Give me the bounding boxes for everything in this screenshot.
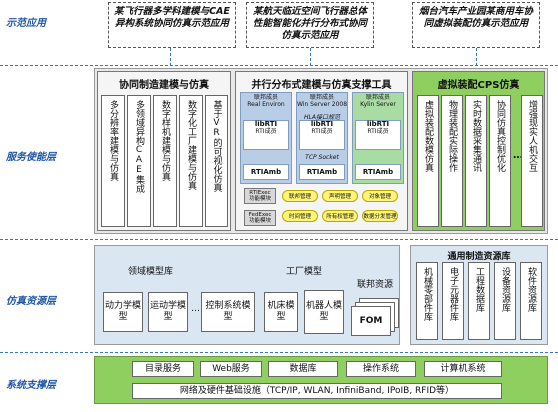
general-cell: 机械零部件库 <box>416 262 438 340</box>
demo-box-2: 某航天临近空间飞行器总体性能智能化并行分布式协同仿真示范应用 <box>246 2 374 48</box>
amb-box: RTIAmb <box>243 164 289 180</box>
service-pill: 对象管理 <box>362 190 398 202</box>
factory-model: 机床模型 <box>264 292 298 332</box>
demo-box-3: 烟台汽车产业园某商用车协同虚拟装配仿真示范应用 <box>412 2 540 48</box>
general-cell: 电子元器件库 <box>442 262 464 340</box>
fom-document: FOM <box>351 306 391 336</box>
domain-title: 领域模型库 <box>128 267 174 277</box>
collab-cell: 数字化工厂建模与仿真 <box>179 95 203 227</box>
service-pill: 时间管理 <box>282 210 318 222</box>
connector-line <box>310 48 311 66</box>
layer-label-support: 系统支撑层 <box>6 380 56 391</box>
cps-cell: 增强现实人机交互 <box>521 95 543 227</box>
support-item: Web服务 <box>200 361 262 377</box>
separator-line <box>0 352 558 353</box>
separator-line <box>0 239 558 240</box>
cps-cell: 物理装配实际操作 <box>441 95 463 227</box>
parallel-title: 并行分布式建模与仿真支撑工具 <box>251 80 392 91</box>
amb-box: RTIAmb <box>299 164 345 180</box>
support-item: 目录服务 <box>132 361 194 377</box>
domain-ellipsis: … <box>191 304 200 314</box>
cps-cell: 虚拟装配数模仿真 <box>417 95 439 227</box>
collab-cell: 多领域异构CAE集成 <box>127 95 151 227</box>
layer-label-resource: 仿真资源层 <box>6 296 56 307</box>
fed-title: 联邦资源 <box>357 280 394 290</box>
tcp-label: TCP Socket <box>305 154 339 161</box>
hla-label: HLA接口规范 <box>304 114 340 121</box>
general-title: 通用制造资源库 <box>447 252 511 262</box>
service-pill: 声明管理 <box>322 190 358 202</box>
service-pill: 数据分发管理 <box>362 210 398 222</box>
separator-line <box>0 65 558 66</box>
collab-cell: 数字样机建模与仿真 <box>153 95 177 227</box>
collab-cell: 多分辨率建模与仿真 <box>101 95 125 227</box>
general-cell: 工程数据库 <box>468 262 490 340</box>
demo-text-2: 某航天临近空间飞行器总体性能智能化并行分布式协同仿真示范应用 <box>252 6 367 41</box>
fedexec-box: FedExec 功能模块 <box>244 210 276 226</box>
demo-text-3: 烟台汽车产业园某商用车协同虚拟装配仿真示范应用 <box>418 6 533 29</box>
rtiexec-box: RTIExec 功能模块 <box>244 188 276 204</box>
amb-box: RTIAmb <box>355 164 401 180</box>
cps-cell: 实时数据采集通讯 <box>465 95 487 227</box>
layer-label-service: 服务使能层 <box>6 152 56 163</box>
factory-title: 工厂模型 <box>286 267 323 277</box>
service-pill: 所有权管理 <box>322 210 358 222</box>
support-item: 数据库 <box>268 361 338 377</box>
network-bar: 网络及硬件基础设施（TCP/IP, WLAN, InfiniBand, IPoI… <box>132 383 502 399</box>
connector-line <box>170 48 171 66</box>
general-cell: 设备资源库 <box>494 262 516 340</box>
cps-title: 虚拟装配CPS仿真 <box>437 80 520 91</box>
domain-model: 动力学模型 <box>103 292 143 332</box>
demo-text-1: 某飞行器多学科建模与CAE异构系统协同仿真示范应用 <box>114 6 230 29</box>
connector-line <box>476 48 477 66</box>
service-pill: 联邦管理 <box>282 190 318 202</box>
collab-title: 协同制造建模与仿真 <box>119 80 209 91</box>
layer-label-demo: 示范应用 <box>6 18 46 29</box>
cps-cell: 协同仿真控制优化 <box>489 95 511 227</box>
factory-model: 机器人模型 <box>304 290 344 334</box>
support-item: 计算机系统 <box>424 361 502 377</box>
demo-box-1: 某飞行器多学科建模与CAE异构系统协同仿真示范应用 <box>108 2 236 48</box>
collab-cell: 基于VR的可视化仿真 <box>205 95 228 227</box>
support-item: 操作系统 <box>346 361 416 377</box>
general-cell: 软件资源库 <box>520 262 542 340</box>
domain-model: 控制系统模型 <box>201 292 255 332</box>
cps-ellipsis: … <box>513 150 523 161</box>
domain-model: 运动学模型 <box>148 292 188 332</box>
